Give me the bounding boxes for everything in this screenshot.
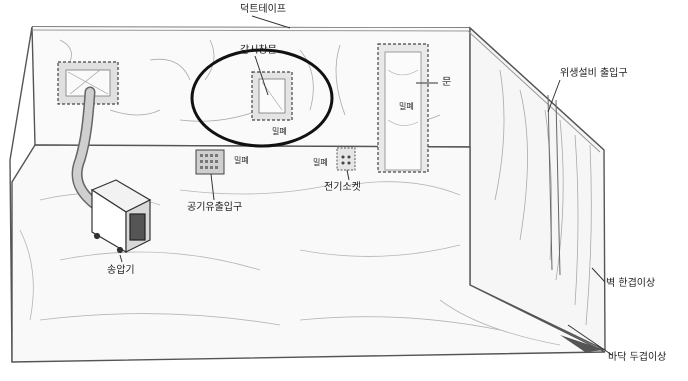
door-label: 문 bbox=[442, 77, 452, 88]
floor-sheeting-wrinkles bbox=[19, 181, 561, 346]
electric-socket bbox=[336, 147, 356, 171]
leader-lines bbox=[119, 15, 613, 356]
sealed-vent-label: 밀폐 bbox=[234, 156, 249, 165]
highlight-circle bbox=[190, 48, 334, 148]
air-vent bbox=[195, 149, 225, 175]
floor-layer-label: 바닥 두겹이상 bbox=[608, 352, 667, 363]
sealed-outlet-label: 밀폐 bbox=[313, 158, 328, 167]
hygiene-exit-label: 위생설비 출입구 bbox=[560, 68, 628, 79]
floor-double-layer bbox=[560, 335, 605, 352]
wall-layer-label: 벽 한겹이상 bbox=[606, 278, 656, 289]
air-inlet-label: 공기유출입구 bbox=[187, 202, 243, 213]
flex-duct bbox=[71, 86, 102, 211]
blower-label: 송압기 bbox=[107, 265, 135, 276]
viewing-window bbox=[251, 71, 293, 121]
sealed-door-label: 밀폐 bbox=[399, 102, 414, 111]
sealed-window-label: 밀폐 bbox=[272, 127, 287, 136]
hygiene-exit bbox=[547, 94, 561, 276]
blower-unit bbox=[90, 179, 152, 254]
viewing-window-label: 감시창문 bbox=[240, 45, 277, 56]
door bbox=[377, 43, 429, 173]
wall-sheeting-wrinkles bbox=[59, 39, 592, 326]
electric-socket-label: 전기소켓 bbox=[324, 182, 361, 193]
duct-tape-label: 덕트테이프 bbox=[240, 4, 286, 15]
